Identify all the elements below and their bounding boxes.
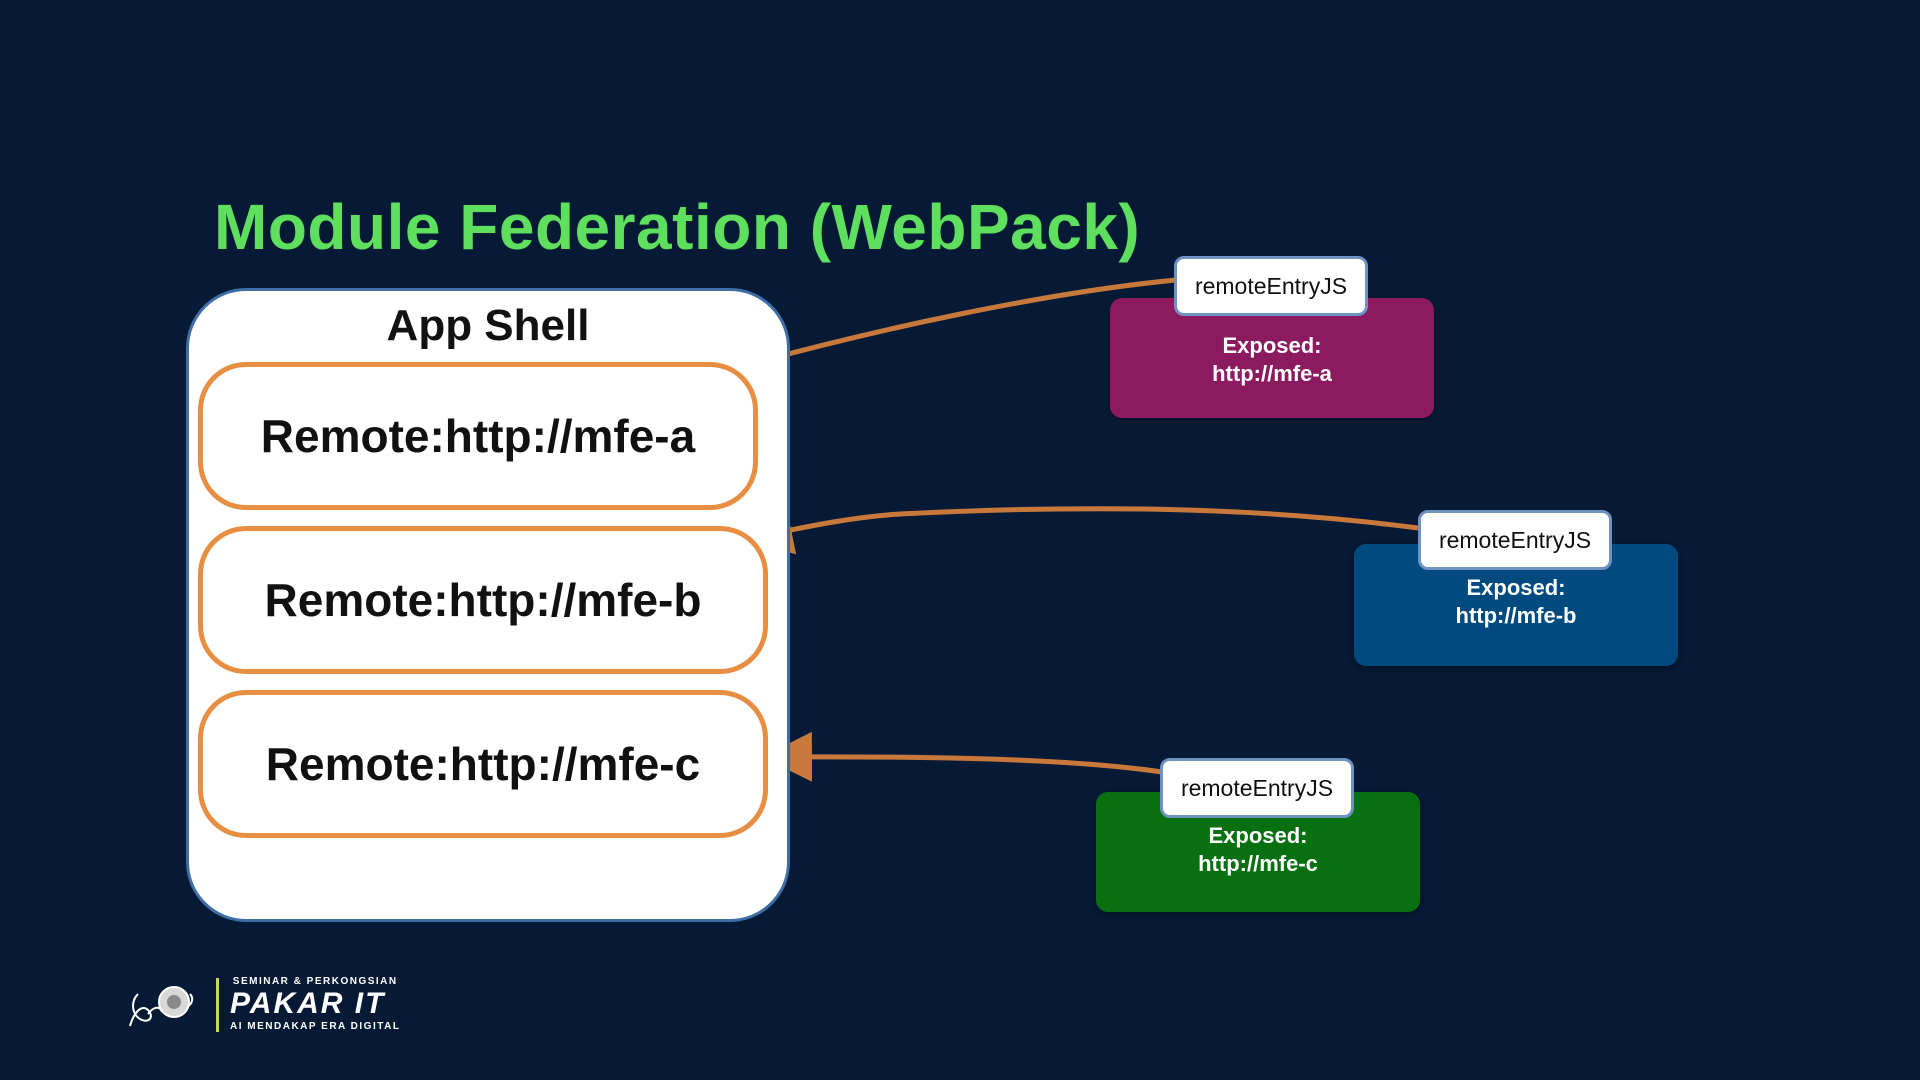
exposed-label: Exposed: xyxy=(1208,823,1308,848)
remote-entry-mfe-c: remoteEntryJS xyxy=(1160,758,1354,818)
logo-brand: PAKAR IT xyxy=(230,987,386,1020)
remote-entry-mfe-a: remoteEntryJS xyxy=(1174,256,1368,316)
exposed-box-mfe-a: Exposed: http://mfe-a xyxy=(1110,298,1434,418)
logo-tagline: AI MENDAKAP ERA DIGITAL xyxy=(230,1021,401,1032)
app-shell-title: App Shell xyxy=(386,301,590,350)
logo-divider xyxy=(216,978,219,1032)
pakar-it-logo: SEMINAR & PERKONGSIAN PAKAR IT AI MENDAK… xyxy=(230,976,400,1032)
arrow-mfe-a xyxy=(726,277,1177,382)
arrow-mfe-c xyxy=(762,731,1163,782)
remote-mfe-c: Remote:http://mfe-c xyxy=(198,690,768,838)
logo-top-text: SEMINAR & PERKONGSIAN xyxy=(232,976,398,987)
remote-entry-mfe-b: remoteEntryJS xyxy=(1418,510,1612,570)
exposed-label: Exposed: xyxy=(1466,575,1566,600)
remote-mfe-a: Remote:http://mfe-a xyxy=(198,362,758,510)
sensei-logo-icon xyxy=(129,986,194,1027)
exposed-label: Exposed: xyxy=(1222,333,1322,358)
arrow-mfe-b xyxy=(742,505,1419,555)
exposed-url: http://mfe-a xyxy=(1212,361,1332,386)
event-logo: SEMINAR & PERKONGSIAN PAKAR IT AI MENDAK… xyxy=(124,976,424,1036)
exposed-url: http://mfe-c xyxy=(1198,851,1318,876)
page-title: Module Federation (WebPack) xyxy=(214,191,1141,263)
exposed-url: http://mfe-b xyxy=(1455,603,1577,628)
remote-mfe-b: Remote:http://mfe-b xyxy=(198,526,768,674)
